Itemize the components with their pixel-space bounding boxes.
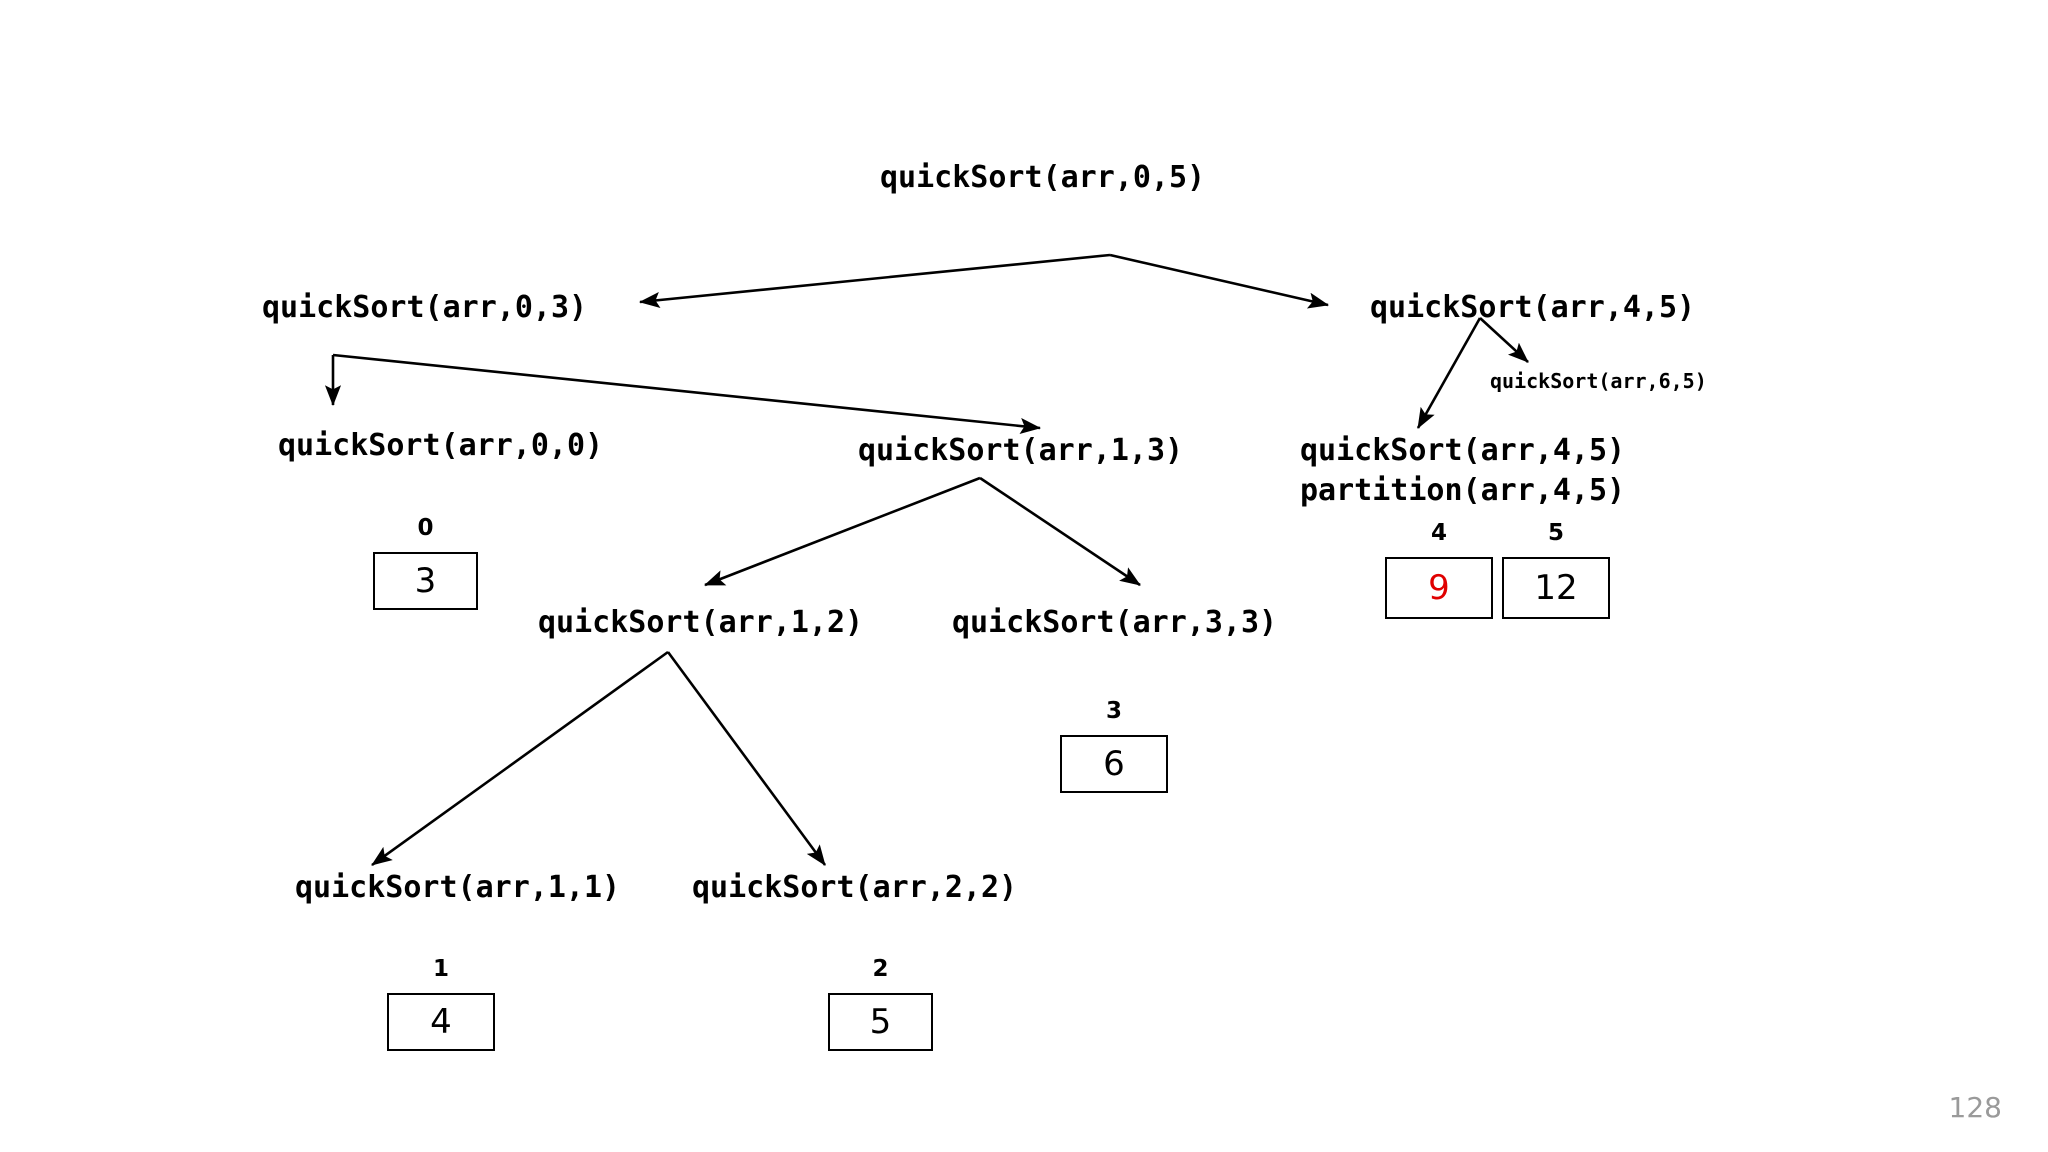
array-index-label: 5 — [1547, 520, 1564, 546]
array-index-label: 0 — [417, 515, 434, 541]
tree-node-n12: quickSort(arr,1,2) — [538, 605, 864, 640]
tree-edge-n13-to-n12 — [704, 476, 981, 587]
page-number: 128 — [1948, 1091, 2002, 1124]
tree-edge-root-to-n03 — [638, 253, 1111, 309]
tree-edge-n12-to-n11 — [371, 650, 669, 867]
tree-node-n45b: quickSort(arr,4,5) — [1300, 433, 1626, 468]
tree-node-n11: quickSort(arr,1,1) — [295, 870, 621, 905]
tree-node-p45: partition(arr,4,5) — [1300, 473, 1626, 508]
tree-node-n45: quickSort(arr,4,5) — [1370, 290, 1696, 325]
array-cell: 12 — [1502, 557, 1610, 619]
array-index-label: 3 — [1105, 698, 1122, 724]
array-index-label: 4 — [1430, 520, 1447, 546]
tree-node-n22: quickSort(arr,2,2) — [692, 870, 1018, 905]
array-index-label: 2 — [872, 956, 889, 982]
tree-node-n65: quickSort(arr,6,5) — [1490, 369, 1707, 393]
tree-node-n03: quickSort(arr,0,3) — [262, 290, 588, 325]
tree-node-n13: quickSort(arr,1,3) — [858, 433, 1184, 468]
array-cell: 6 — [1060, 735, 1168, 793]
tree-edge-root-to-n45 — [1109, 253, 1330, 309]
edge-group — [324, 253, 1529, 867]
tree-edge-n03-to-n13 — [332, 353, 1042, 434]
tree-node-n00: quickSort(arr,0,0) — [278, 428, 604, 463]
tree-edge-n45-to-n45b — [1416, 317, 1482, 429]
tree-edge-n13-to-n33 — [979, 476, 1141, 587]
array-cell: 9 — [1385, 557, 1493, 619]
array-cell: 4 — [387, 993, 495, 1051]
tree-edge-n12-to-n22 — [666, 651, 827, 866]
array-cell: 5 — [828, 993, 933, 1051]
tree-node-n33: quickSort(arr,3,3) — [952, 605, 1278, 640]
array-cell: 3 — [373, 552, 478, 610]
tree-node-root: quickSort(arr,0,5) — [880, 160, 1206, 195]
array-index-label: 1 — [432, 956, 449, 982]
